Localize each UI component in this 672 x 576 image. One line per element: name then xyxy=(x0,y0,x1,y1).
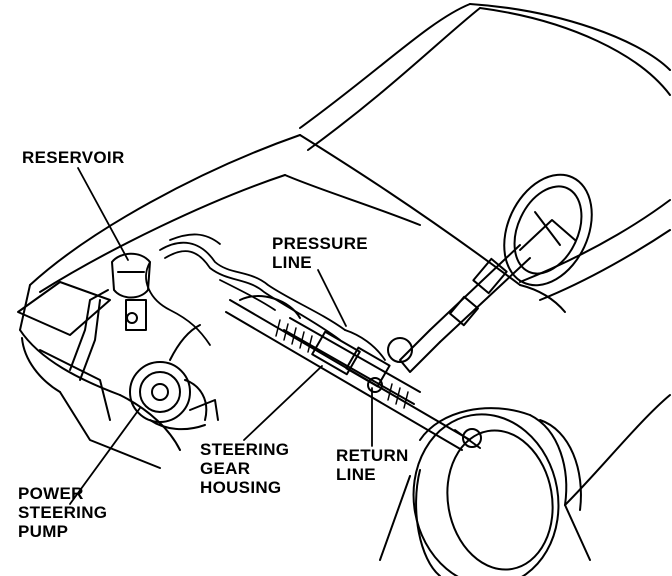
steering-gear-housing-label-line1: STEERING xyxy=(200,440,290,459)
steering-column xyxy=(399,244,531,373)
fender xyxy=(379,394,671,561)
steering-wheel xyxy=(503,173,593,287)
hydraulic-lines xyxy=(145,233,386,361)
reservoir-label-line1: RESERVOIR xyxy=(22,148,125,167)
return-line-label-line2: LINE xyxy=(336,465,376,484)
front-tire xyxy=(412,413,560,576)
steering-gear-housing-label-line2: GEAR xyxy=(200,459,251,478)
windshield xyxy=(299,3,671,301)
pressure-line-label-line1: PRESSURE xyxy=(272,234,368,253)
reservoir-label: RESERVOIR xyxy=(22,148,125,167)
pressure-line-label-line2: LINE xyxy=(272,253,312,272)
return-line-label: RETURN LINE xyxy=(336,446,409,484)
reservoir xyxy=(69,252,151,381)
return-line-label-line1: RETURN xyxy=(336,446,409,465)
hood xyxy=(19,134,566,331)
power-steering-pump-label: POWER STEERING PUMP xyxy=(18,484,107,541)
callout-leaders xyxy=(69,167,373,505)
pressure-line-label: PRESSURE LINE xyxy=(272,234,368,272)
power-steering-pump xyxy=(129,324,219,431)
steering-gear-housing-label-line3: HOUSING xyxy=(200,478,282,497)
power-steering-pump-label-line1: POWER xyxy=(18,484,84,503)
front-fascia xyxy=(17,281,181,469)
steering-gear-housing xyxy=(225,295,482,451)
power-steering-pump-label-line2: STEERING xyxy=(18,503,108,522)
steering-gear-housing-label: STEERING GEAR HOUSING xyxy=(200,440,289,497)
power-steering-pump-label-line3: PUMP xyxy=(18,522,69,541)
